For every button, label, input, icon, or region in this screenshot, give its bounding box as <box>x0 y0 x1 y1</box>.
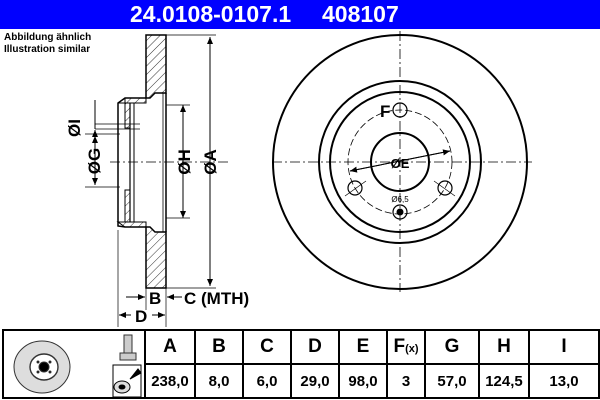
value-C: 6,0 <box>242 363 292 399</box>
label-dim-H: ØH <box>175 149 194 175</box>
label-dim-G: ØG <box>85 148 104 174</box>
grease-spray-icon <box>112 364 142 398</box>
col-header-C: C <box>242 329 292 365</box>
label-dim-I: ØI <box>65 119 84 137</box>
brake-disc-icon <box>13 340 71 394</box>
illustration-note: Abbildung ähnlich Illustration similar <box>4 32 91 56</box>
note-german: Abbildung ähnlich <box>4 32 92 43</box>
side-view <box>85 34 230 327</box>
col-header-B: B <box>194 329 244 365</box>
col-header-G: G <box>424 329 480 365</box>
article-code: 408107 <box>322 1 399 27</box>
label-hole-diameter: Ø6,5 <box>391 195 409 204</box>
bolt-icon <box>119 334 137 361</box>
col-header-D: D <box>290 329 340 365</box>
part-number: 24.0108-0107.1 <box>130 1 292 27</box>
label-dim-A: ØA <box>201 149 220 175</box>
col-header-F: F(x) <box>386 329 426 365</box>
note-english: Illustration similar <box>4 44 91 55</box>
value-H: 124,5 <box>478 363 530 399</box>
label-F: F <box>380 102 390 121</box>
value-I: 13,0 <box>528 363 600 399</box>
col-header-A: A <box>144 329 196 365</box>
label-dim-C: C (MTH) <box>184 289 249 308</box>
title-bar: 24.0108-0107.1 408107 <box>0 0 600 29</box>
label-dim-D: D <box>135 307 147 326</box>
value-F: 3 <box>386 363 426 399</box>
technical-drawing: ØI ØG ØH ØA B C (MTH) D F ØE Ø6,5 <box>65 31 532 327</box>
value-B: 8,0 <box>194 363 244 399</box>
value-E: 98,0 <box>338 363 388 399</box>
value-D: 29,0 <box>290 363 340 399</box>
label-dim-B: B <box>149 289 161 308</box>
product-icons-cell <box>2 329 146 399</box>
col-header-E: E <box>338 329 388 365</box>
specs-table: A B C D E F(x) G H I 238,0 8,0 6,0 29,0 … <box>2 329 600 399</box>
col-header-I: I <box>528 329 600 365</box>
label-dim-E: ØE <box>391 156 410 171</box>
front-view <box>272 31 532 292</box>
col-header-H: H <box>478 329 530 365</box>
value-A: 238,0 <box>144 363 196 399</box>
value-G: 57,0 <box>424 363 480 399</box>
